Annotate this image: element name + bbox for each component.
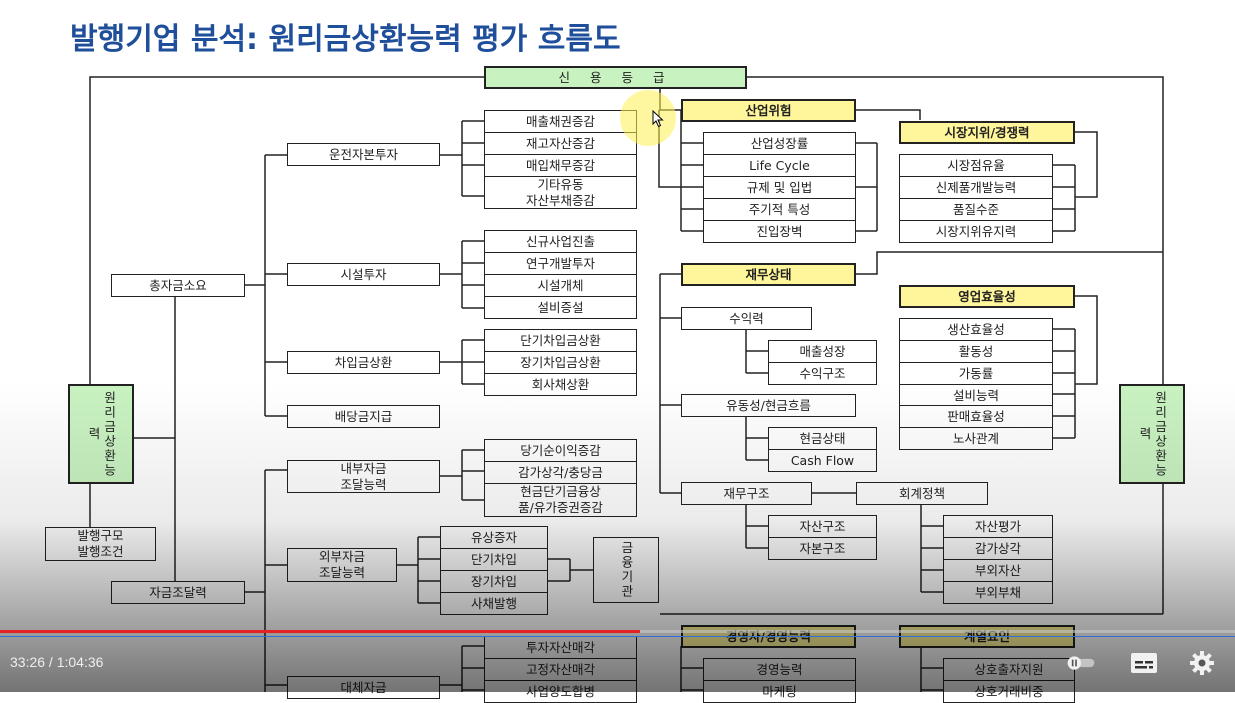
liq-cash-flow-box: Cash Flow [768, 449, 877, 472]
financial-structure-box: 재무구조 [681, 482, 812, 505]
working-capital-box: 운전자본투자 [287, 143, 440, 166]
ind-cyclical-box: 주기적 특성 [703, 198, 856, 221]
external-funding-box: 외부자금 조달능력 [287, 548, 397, 582]
op-activity-box: 활동성 [899, 340, 1053, 363]
liq-cash-box: 현금상태 [768, 427, 877, 450]
wc-other-box: 기타유동 자산부채증감 [484, 176, 637, 209]
ext-short-borrow-box: 단기차입 [440, 548, 548, 571]
subtitles-icon [1131, 653, 1157, 673]
int-net-income-box: 당기순이익증감 [484, 439, 637, 462]
progress-bar-played [0, 630, 640, 633]
lr-long-box: 장기차입금상환 [484, 351, 637, 374]
liquidity-box: 유동성/현금흐름 [681, 394, 856, 417]
fs-asset-box: 자산구조 [768, 515, 877, 538]
page-title: 발행기업 분석: 원리금상환능력 평가 흐름도 [70, 22, 621, 57]
mg-ability-box: 경영능력 [703, 658, 856, 681]
op-production-box: 생산효율성 [899, 318, 1053, 341]
acc-off-assets-box: 부외자산 [943, 559, 1053, 582]
op-capacity-box: 설비능력 [899, 384, 1053, 407]
loan-repayment-box: 차입금상환 [287, 351, 440, 374]
dividend-box: 배당금지급 [287, 405, 440, 428]
af-cross-investment-box: 상호출자지원 [943, 658, 1075, 681]
ext-long-borrow-box: 장기차입 [440, 570, 548, 593]
fs-capital-box: 자본구조 [768, 537, 877, 560]
op-labor-relations-box: 노사관계 [899, 427, 1053, 450]
prof-sales-growth-box: 매출성장 [768, 340, 877, 363]
ind-entry-barrier-box: 진입장벽 [703, 220, 856, 243]
ext-capital-increase-box: 유상증자 [440, 526, 548, 549]
lr-short-box: 단기차입금상환 [484, 329, 637, 352]
int-depreciation-box: 감가상각/충당금 [484, 461, 637, 484]
int-cash-securities-box: 현금단기금융상 품/유가증권증감 [484, 483, 637, 517]
wc-inventory-box: 재고자산증감 [484, 132, 637, 155]
mp-retention-box: 시장지위유지력 [899, 220, 1053, 243]
facility-investment-box: 시설투자 [287, 263, 440, 286]
wc-receivables-box: 매출채권증감 [484, 110, 637, 133]
autoplay-toggle-icon [1067, 656, 1095, 670]
fac-expansion-box: 설비증설 [484, 296, 637, 319]
op-sales-efficiency-box: 판매효율성 [899, 405, 1053, 428]
ind-life-cycle-box: Life Cycle [703, 154, 856, 177]
issue-structure-box: 발행구모 발행조건 [45, 527, 156, 561]
alternative-funding-box: 대체자금 [287, 676, 440, 699]
chapter-line [0, 636, 1235, 637]
mp-new-product-box: 신제품개발능력 [899, 176, 1053, 199]
market-position-box: 시장지위/경쟁력 [899, 121, 1075, 144]
subtitles-button[interactable] [1129, 650, 1159, 676]
credit-rating-box: 신 용 등 급 [484, 66, 747, 89]
repayment-ability-left-box: 원리금상환능력 [68, 384, 134, 484]
autoplay-toggle[interactable] [1066, 650, 1096, 676]
financial-institution-box: 금융기관 [593, 537, 659, 603]
cursor-highlight [620, 90, 676, 146]
internal-funding-box: 내부자금 조달능력 [287, 460, 440, 493]
mp-market-share-box: 시장점유율 [899, 154, 1053, 177]
financial-status-box: 재무상태 [681, 263, 856, 286]
mp-quality-box: 품질수준 [899, 198, 1053, 221]
mouse-pointer-icon [652, 110, 664, 128]
wc-payables-box: 매입채무증감 [484, 154, 637, 177]
ind-growth-box: 산업성장률 [703, 132, 856, 155]
ind-regulation-box: 규제 및 입법 [703, 176, 856, 199]
prof-structure-box: 수익구조 [768, 362, 877, 385]
op-utilization-box: 가동률 [899, 362, 1053, 385]
fac-new-business-box: 신규사업진출 [484, 230, 637, 253]
funding-ability-box: 자금조달력 [111, 581, 245, 604]
progress-bar[interactable] [0, 630, 1235, 633]
lr-bond-box: 회사채상환 [484, 373, 637, 396]
alt-investment-sale-box: 투자자산매각 [484, 636, 637, 659]
accounting-policy-box: 회계정책 [856, 482, 988, 505]
industry-risk-box: 산업위험 [681, 99, 856, 122]
operating-efficiency-box: 영업효율성 [899, 285, 1075, 308]
acc-off-liabilities-box: 부외부채 [943, 581, 1053, 604]
total-funding-need-box: 총자금소요 [111, 274, 245, 297]
time-display: 33:26 / 1:04:36 [10, 654, 104, 670]
repayment-ability-right-box: 원리금상환능력 [1119, 384, 1185, 484]
ext-bond-issue-box: 사채발행 [440, 592, 548, 615]
acc-depreciation-box: 감가상각 [943, 537, 1053, 560]
alt-fixed-asset-sale-box: 고정자산매각 [484, 658, 637, 681]
fac-replace-box: 시설개체 [484, 274, 637, 297]
settings-button[interactable] [1187, 650, 1217, 676]
fac-rnd-box: 연구개발투자 [484, 252, 637, 275]
gear-icon [1190, 651, 1214, 675]
acc-asset-valuation-box: 자산평가 [943, 515, 1053, 538]
profitability-box: 수익력 [681, 307, 812, 330]
